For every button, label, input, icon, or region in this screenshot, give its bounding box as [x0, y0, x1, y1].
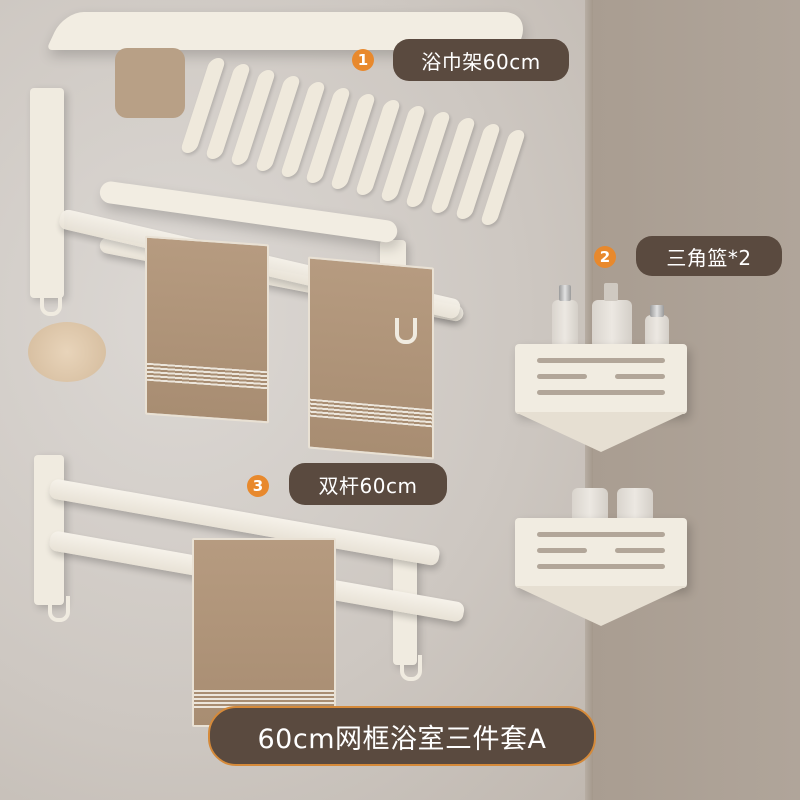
label-towel-shelf: 浴巾架60cm — [393, 39, 569, 81]
basket-rim — [515, 518, 687, 588]
badge-1: 1 — [352, 49, 374, 71]
hook-icon — [395, 318, 417, 344]
bath-puff — [28, 322, 106, 382]
hook-icon — [48, 596, 70, 622]
hook-icon — [40, 290, 62, 316]
label-corner-basket: 三角篮*2 — [636, 236, 782, 276]
bottle — [617, 488, 653, 520]
bottle — [572, 488, 608, 520]
badge-2: 2 — [594, 246, 616, 268]
set-title-banner: 60cm网框浴室三件套A — [208, 706, 596, 766]
wall-bracket-left — [34, 455, 64, 605]
pump-cap — [604, 283, 618, 301]
hand-towel — [308, 256, 434, 460]
basket-bottom — [515, 586, 687, 626]
badge-3: 3 — [247, 475, 269, 497]
hook-icon — [400, 655, 422, 681]
bottle-cap — [650, 305, 664, 317]
bottle — [645, 315, 669, 345]
hand-towel — [145, 235, 269, 424]
wall-bracket-left — [30, 88, 64, 298]
basket-bottom — [515, 412, 687, 452]
label-double-bar: 双杆60cm — [289, 463, 447, 505]
bottle-cap — [559, 285, 571, 301]
bottle — [592, 300, 632, 345]
basket-rim — [515, 344, 687, 414]
bottle — [552, 300, 578, 345]
hand-towel — [192, 538, 336, 727]
rolled-towel — [115, 48, 185, 118]
